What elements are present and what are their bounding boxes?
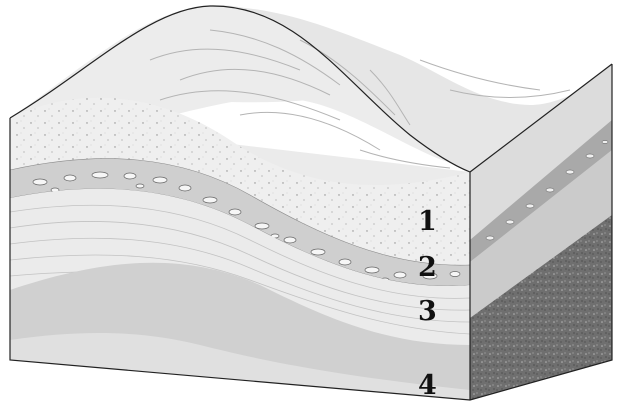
label-layer-2: 2 — [418, 252, 437, 283]
label-layer-1: 1 — [418, 206, 437, 237]
label-layer-4: 4 — [418, 370, 437, 401]
label-layer-3: 3 — [418, 296, 437, 327]
